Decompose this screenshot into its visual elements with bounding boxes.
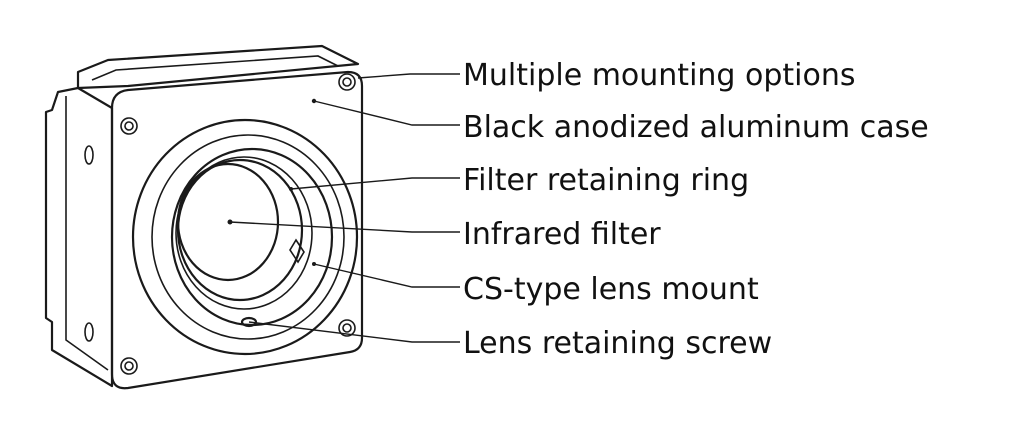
side-mounting-hole-top <box>84 145 94 165</box>
label-filter-ring: Filter retaining ring <box>463 163 749 198</box>
case-top-ridge <box>91 55 339 81</box>
lens-retaining-screw <box>240 316 258 328</box>
infrared-filter <box>176 162 280 282</box>
case-left-side <box>44 86 114 388</box>
leader-mounting <box>357 73 460 79</box>
front-mounting-holes <box>120 73 356 375</box>
leader-lines <box>229 73 460 343</box>
leader-filter-ring <box>290 177 460 190</box>
label-lens-mount: CS-type lens mount <box>463 272 759 307</box>
label-mounting: Multiple mounting options <box>463 58 856 93</box>
side-mounting-hole-bottom <box>84 322 94 342</box>
label-case: Black anodized aluminum case <box>463 110 929 145</box>
leader-case <box>313 100 460 126</box>
camera-body <box>44 44 364 390</box>
label-ir-filter: Infrared filter <box>463 217 661 252</box>
leader-lens-mount <box>313 263 460 288</box>
filter-retaining-ring <box>175 156 313 310</box>
callout-labels: Multiple mounting options Black anodized… <box>463 58 929 361</box>
label-screw: Lens retaining screw <box>463 326 772 361</box>
case-front-face <box>110 70 364 390</box>
leader-ir-filter <box>229 221 460 233</box>
case-left-inner-edge <box>65 96 109 371</box>
leader-screw <box>248 321 460 343</box>
cs-lens-mount <box>131 118 359 356</box>
